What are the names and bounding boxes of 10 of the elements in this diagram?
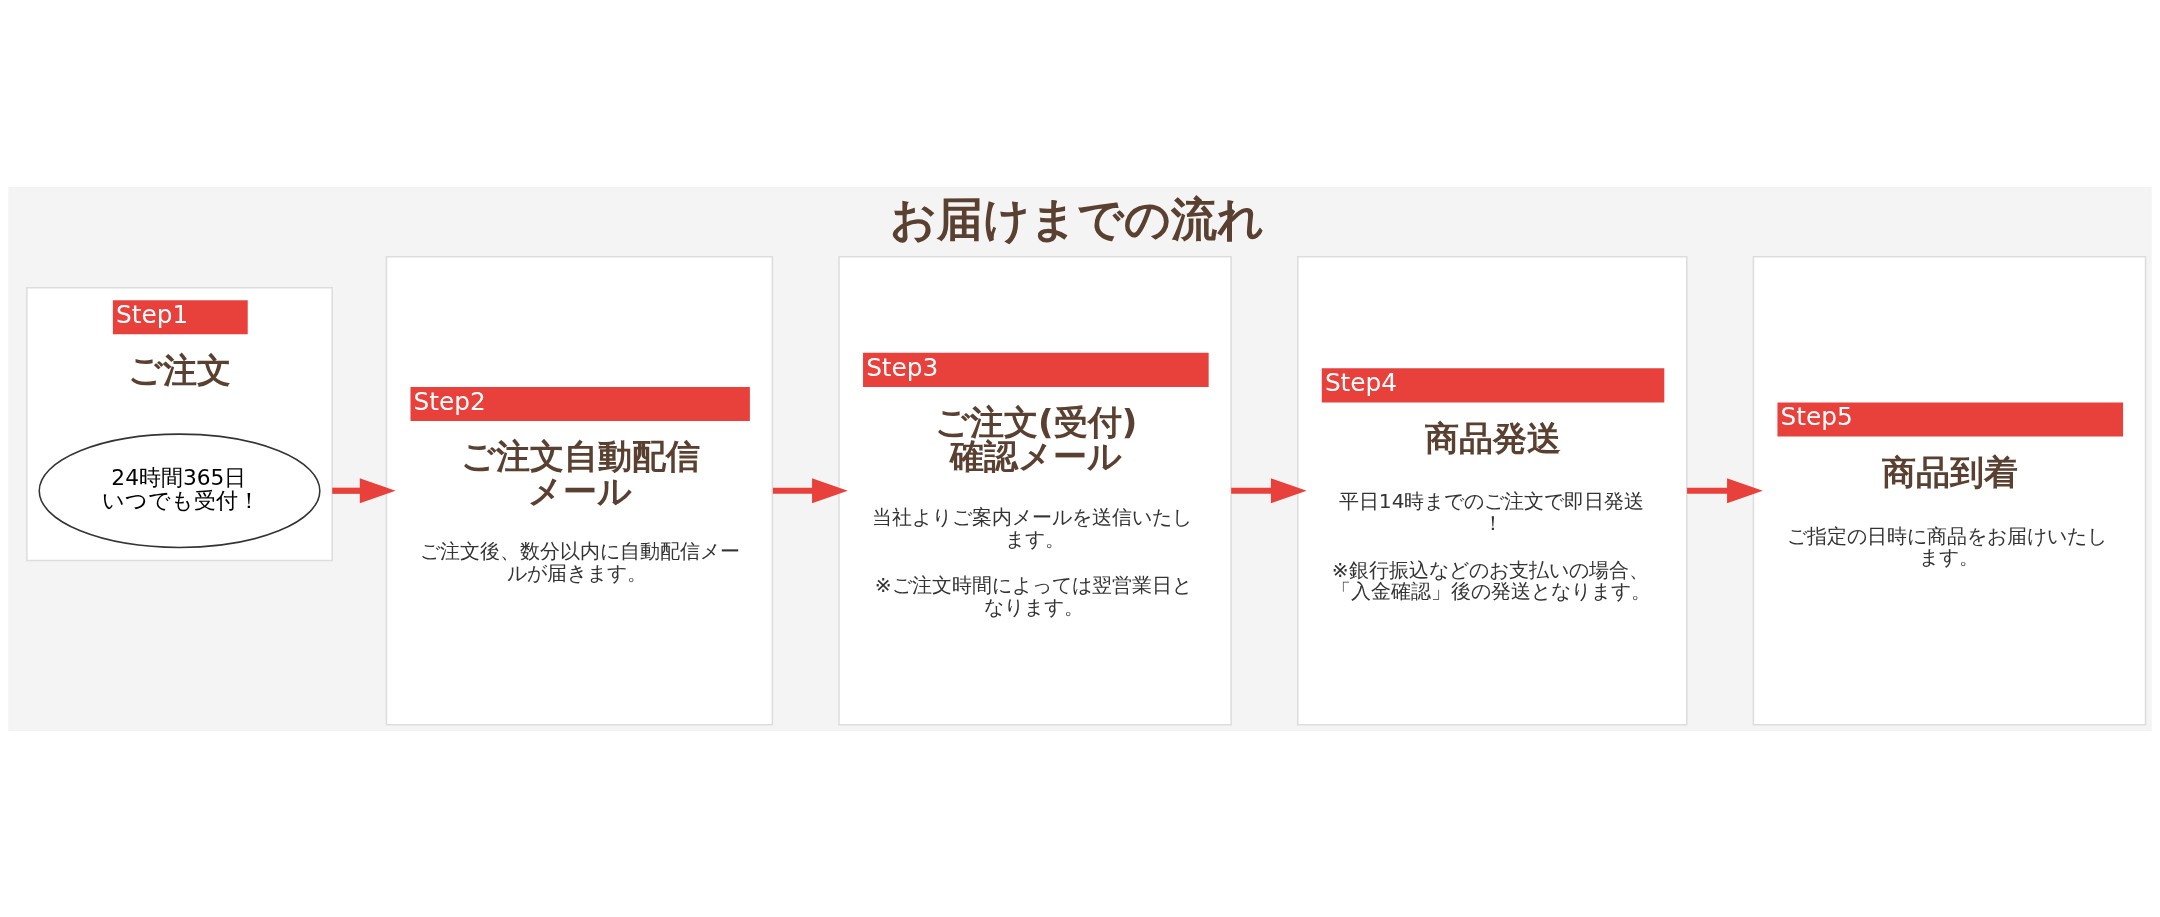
node-box: Step4 商品発送 平日14時までのご注文で即日発送！ ※銀行振込などのお支払いの場合、「入金確認」後の発送となります。 [1297,255,1688,726]
node-box: Step5 商品到着 ご指定の日時に商品をお届けいたします。 [1752,255,2147,726]
arrow [332,477,396,503]
node-box: Step2 ご注文自動配信メール ご注文後、数分以内に自動配信メールが届きます。 [385,255,774,726]
arrow [1231,477,1307,503]
node-ellipse: 24時間365日いつでも受付！ [38,432,321,548]
arrow [1687,477,1763,503]
arrow [772,477,848,503]
node-box: Step3 ご注文(受付)確認メール 当社よりご案内メールを送信いたします。 ※ご注文時間によっては翌営業日となります。 [838,255,1232,726]
diagram-title: お届けまでの流れ [890,191,1265,246]
